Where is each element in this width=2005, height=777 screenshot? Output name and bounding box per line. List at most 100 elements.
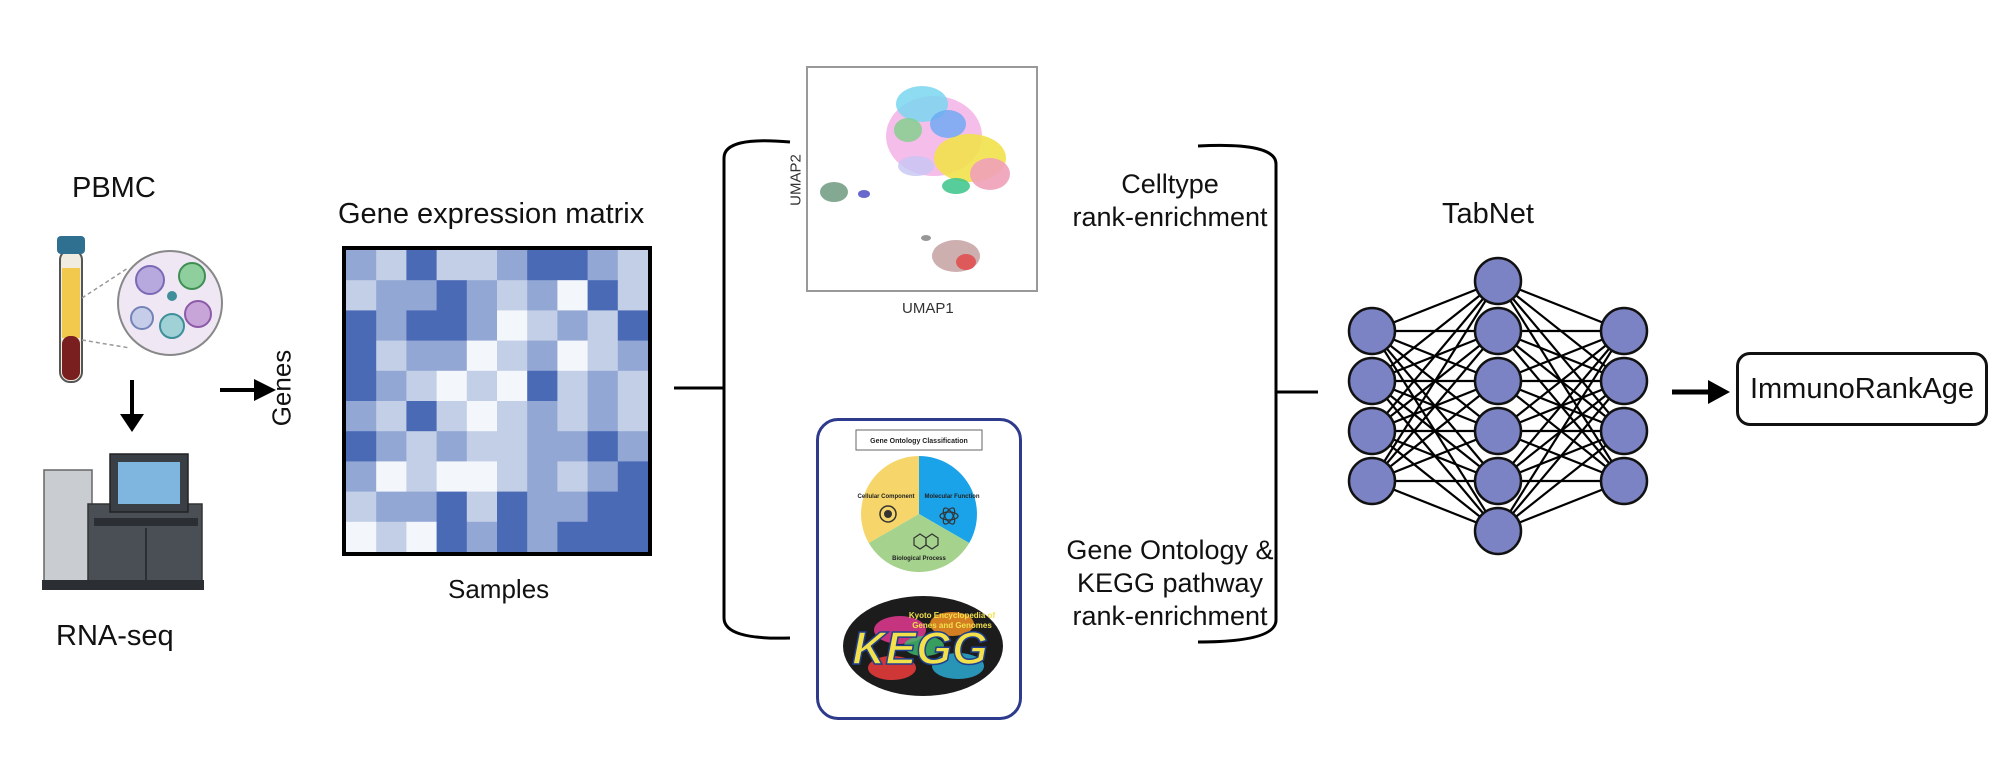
matrix-cell	[346, 521, 377, 553]
network-edge	[1497, 380, 1625, 532]
network-edge	[1371, 330, 1499, 482]
go-kegg-line-1: Gene Ontology &	[1066, 535, 1274, 565]
network-edge	[1497, 330, 1625, 432]
matrix-cell	[617, 370, 649, 402]
celltype-line-2: rank-enrichment	[1072, 202, 1268, 232]
matrix-cell	[497, 521, 528, 553]
matrix-cell	[436, 401, 468, 432]
matrix-cell	[406, 401, 438, 432]
matrix-cell	[617, 401, 649, 432]
matrix-cell	[497, 280, 528, 311]
blood-tube-illustration	[57, 236, 223, 383]
matrix-cell	[587, 521, 619, 553]
umap-cluster	[894, 118, 922, 142]
matrix-cell	[587, 310, 619, 342]
network-node	[1473, 256, 1523, 306]
matrix-cell	[436, 280, 468, 311]
tabnet-label: TabNet	[1442, 198, 1534, 230]
matrix-cell	[497, 310, 528, 342]
matrix-cell	[527, 491, 558, 523]
network-node	[1473, 356, 1523, 406]
matrix-cell	[346, 461, 377, 493]
matrix-cell	[346, 401, 377, 432]
network-node	[1599, 406, 1649, 456]
network-edge	[1371, 280, 1499, 482]
matrix-cell	[587, 280, 619, 311]
matrix-cell	[557, 521, 589, 553]
network-node	[1473, 506, 1523, 556]
matrix-cell	[587, 431, 619, 462]
celltype-line-1: Celltype	[1121, 169, 1219, 199]
matrix-cell	[527, 250, 558, 281]
network-node	[1347, 456, 1397, 506]
network-node	[1473, 406, 1523, 456]
matrix-cell	[617, 521, 649, 553]
network-node	[1347, 306, 1397, 356]
matrix-cell	[617, 431, 649, 462]
matrix-cell	[587, 491, 619, 523]
matrix-cell	[587, 340, 619, 372]
kegg-logo: KEGG Kyoto Encyclopedia of Genes and Gen…	[843, 596, 1003, 696]
umap2-axis-label: UMAP2	[787, 154, 805, 206]
umap-cluster	[942, 178, 970, 194]
matrix-cell	[617, 280, 649, 311]
matrix-cell	[527, 310, 558, 342]
matrix-cell	[436, 250, 468, 281]
matrix-cell	[376, 370, 407, 402]
matrix-cell	[376, 461, 407, 493]
go-label-biological: Biological Process	[892, 556, 946, 562]
umap-cluster	[930, 110, 966, 138]
network-edge	[1497, 330, 1625, 532]
network-edge	[1497, 330, 1625, 482]
matrix-cell	[557, 340, 589, 372]
matrix-cell	[406, 370, 438, 402]
matrix-cell	[406, 521, 438, 553]
matrix-cell	[406, 310, 438, 342]
network-node	[1599, 306, 1649, 356]
matrix-cell	[346, 250, 377, 281]
matrix-cell	[466, 491, 498, 523]
matrix-cell	[557, 310, 589, 342]
matrix-cell	[557, 370, 589, 402]
matrix-cell	[557, 401, 589, 432]
matrix-cell	[557, 431, 589, 462]
umap-cluster	[921, 235, 931, 241]
pbmc-label: PBMC	[72, 172, 156, 204]
matrix-cell	[346, 280, 377, 311]
matrix-cell	[527, 401, 558, 432]
umap-plot	[806, 66, 1038, 292]
matrix-cell	[497, 461, 528, 493]
network-node	[1473, 306, 1523, 356]
matrix-cell	[557, 461, 589, 493]
celltype-enrichment-label: Celltype rank-enrichment	[1040, 168, 1300, 234]
matrix-cell	[557, 250, 589, 281]
matrix-cell	[376, 521, 407, 553]
network-edge	[1371, 280, 1499, 432]
matrix-cell	[466, 250, 498, 281]
umap1-axis-label: UMAP1	[902, 300, 954, 317]
matrix-cell	[406, 250, 438, 281]
network-edge	[1497, 430, 1625, 532]
expression-heatmap	[342, 246, 652, 556]
down-arrow	[120, 380, 144, 432]
matrix-cell	[376, 401, 407, 432]
matrix-cell	[376, 280, 407, 311]
samples-axis-label: Samples	[448, 574, 550, 604]
umap-cluster	[820, 182, 848, 202]
network-edge	[1371, 280, 1499, 382]
matrix-title: Gene expression matrix	[338, 198, 645, 230]
go-classification-chart: Gene Ontology Classification Cellular Co…	[855, 429, 983, 572]
umap-cluster	[970, 158, 1010, 190]
matrix-cell	[406, 431, 438, 462]
umap-cluster	[858, 190, 870, 198]
network-node	[1347, 356, 1397, 406]
kegg-logo-text: KEGG	[852, 622, 987, 674]
matrix-cell	[376, 340, 407, 372]
matrix-cell	[466, 280, 498, 311]
arrow-to-matrix	[220, 379, 276, 401]
matrix-cell	[497, 250, 528, 281]
network-edge	[1371, 380, 1499, 482]
matrix-cell	[376, 491, 407, 523]
go-slice-cellular	[861, 456, 919, 543]
matrix-cell	[346, 370, 377, 402]
